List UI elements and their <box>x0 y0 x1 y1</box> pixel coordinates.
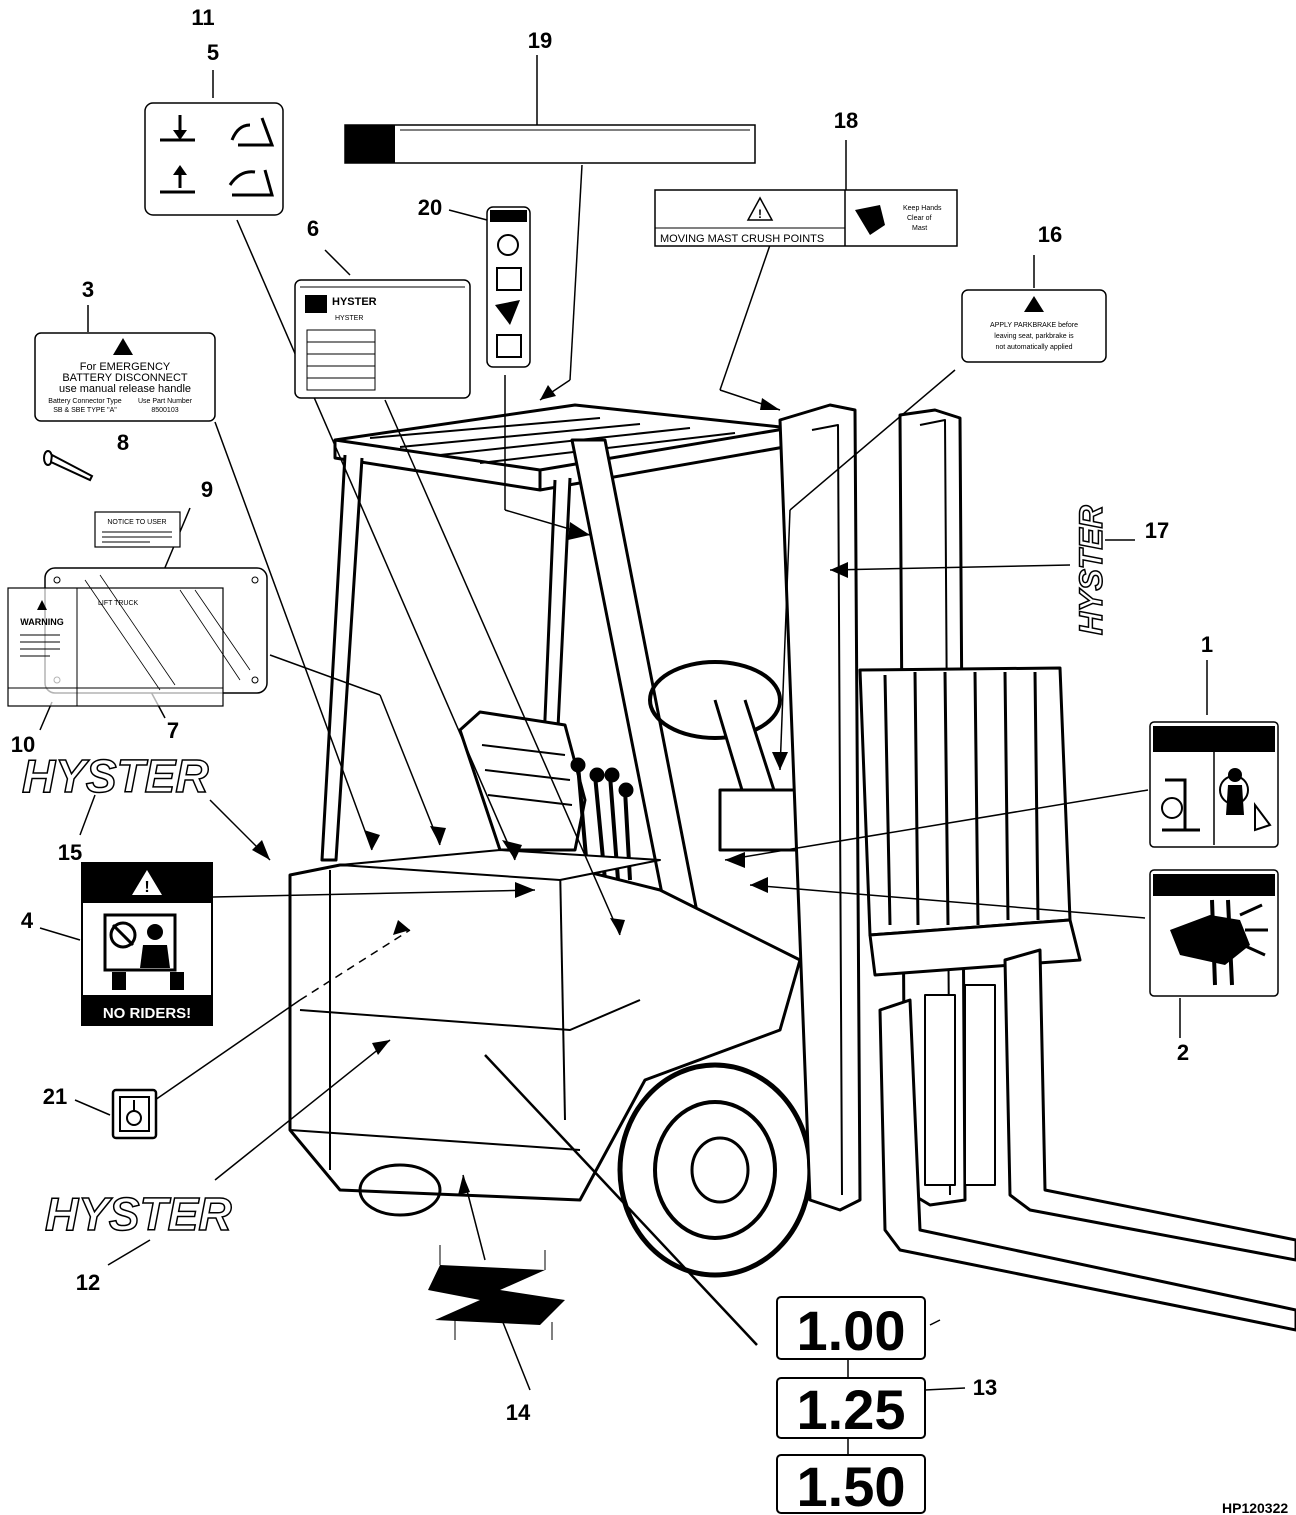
battery-line-3: use manual release handle <box>59 383 191 395</box>
parkbrake-line-3: not automatically applied <box>995 344 1072 351</box>
callout-numbers: 1 2 3 4 5 6 7 8 9 10 11 12 13 14 15 16 1… <box>11 5 1213 1425</box>
callout-10: 10 <box>11 732 35 757</box>
decal-pictograph-strip <box>486 206 531 368</box>
callout-14: 14 <box>506 1400 531 1425</box>
capacity-2: 1.25 <box>797 1378 906 1441</box>
parkbrake-line-2: leaving seat, parkbrake is <box>994 333 1074 340</box>
callout-9: 9 <box>201 477 213 502</box>
battery-line-2: BATTERY DISCONNECT <box>62 372 188 384</box>
mast-crush-hands-2: Clear of <box>907 215 932 222</box>
lift-truck-text: LIFT TRUCK <box>98 600 139 607</box>
hyster-logo-lower: HYSTER <box>44 1187 232 1241</box>
decal-no-riders: ! NO RIDERS! <box>81 862 213 1026</box>
nameplate-brand: HYSTER <box>332 296 377 308</box>
decal-long-strip <box>344 124 756 164</box>
hyster-logo-upper: HYSTER <box>21 749 209 803</box>
decal-nameplate: HYSTER HYSTER <box>294 279 471 399</box>
capacity-1: 1.00 <box>797 1299 906 1362</box>
svg-text:HYSTER: HYSTER <box>1073 505 1109 635</box>
decal-battery-disconnect: For EMERGENCY BATTERY DISCONNECT use man… <box>34 332 216 422</box>
leader-lines <box>39 55 1208 1455</box>
capacity-3: 1.50 <box>797 1455 906 1515</box>
callout-3: 3 <box>82 277 94 302</box>
callout-21: 21 <box>43 1084 67 1109</box>
callout-12: 12 <box>76 1270 100 1295</box>
callout-19: 19 <box>528 28 552 53</box>
callout-2: 2 <box>1177 1040 1189 1065</box>
warning-text: WARNING <box>20 617 64 627</box>
nameplate-small: HYSTER <box>335 315 363 322</box>
svg-text:!: ! <box>758 207 762 221</box>
battery-col1-head: Battery Connector Type <box>48 398 122 405</box>
callout-20: 20 <box>418 195 442 220</box>
callout-7: 7 <box>167 718 179 743</box>
parkbrake-line-1: APPLY PARKBRAKE before <box>990 322 1078 329</box>
no-riders-text: NO RIDERS! <box>103 1005 191 1022</box>
figure-id: HP120322 <box>1222 1500 1288 1515</box>
callout-1: 1 <box>1201 632 1213 657</box>
rivet-icon <box>43 450 94 482</box>
svg-text:!: ! <box>144 879 149 896</box>
callout-16: 16 <box>1038 222 1062 247</box>
battery-line-1: For EMERGENCY <box>80 361 171 373</box>
callout-13: 13 <box>973 1375 997 1400</box>
decal-parkbrake: APPLY PARKBRAKE before leaving seat, par… <box>961 289 1107 363</box>
decal-notice-to-user: NOTICE TO USER <box>94 511 181 548</box>
decal-capacity: 1.00 1.25 1.50 <box>776 1296 926 1515</box>
forklift-drawing <box>288 403 1296 1332</box>
notice-text: NOTICE TO USER <box>107 519 166 526</box>
callout-15: 15 <box>58 840 82 865</box>
callout-11: 11 <box>191 5 214 30</box>
decal-stripe <box>428 1245 565 1340</box>
callout-4: 4 <box>21 908 34 933</box>
decal-hand-crush <box>1149 869 1279 997</box>
mast-crush-hands-3: Mast <box>912 225 927 232</box>
decal-battery-symbol <box>111 1088 158 1140</box>
battery-col2-head: Use Part Number <box>138 398 193 405</box>
svg-text:HYSTER: HYSTER <box>22 750 209 802</box>
battery-col1-val: SB & SBE TYPE "A" <box>53 407 117 414</box>
mast-crush-text: MOVING MAST CRUSH POINTS <box>660 233 824 245</box>
callout-5: 5 <box>207 40 219 65</box>
decal-warning-plate: WARNING LIFT TRUCK <box>7 567 268 707</box>
decal-operator-pictograph <box>1149 721 1279 848</box>
hyster-logo-vertical: HYSTER <box>1072 504 1110 635</box>
decal-mast-crush: ! MOVING MAST CRUSH POINTS Keep Hands Cl… <box>654 189 958 247</box>
callout-8: 8 <box>117 430 129 455</box>
battery-col2-val: 8500103 <box>151 407 178 414</box>
decal-lift-tilt <box>144 102 284 216</box>
mast-crush-hands-1: Keep Hands <box>903 205 942 212</box>
svg-text:HYSTER: HYSTER <box>45 1188 232 1240</box>
callout-17: 17 <box>1145 518 1169 543</box>
callout-18: 18 <box>834 108 858 133</box>
callout-6: 6 <box>307 216 319 241</box>
